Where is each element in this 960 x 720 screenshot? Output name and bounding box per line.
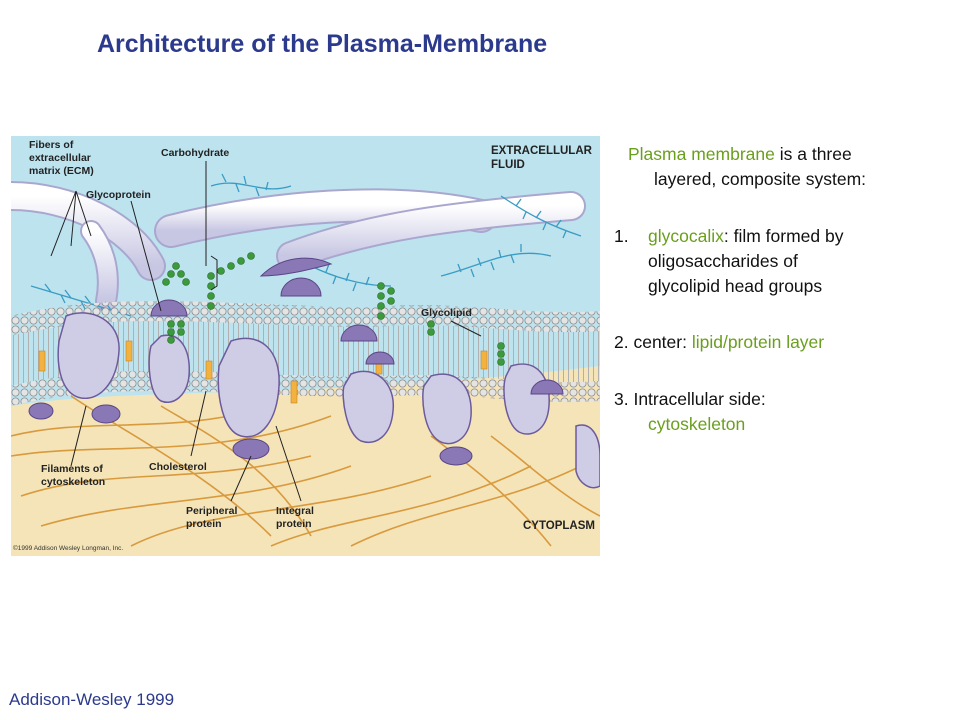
term-cytoskeleton: cytoskeleton xyxy=(648,414,746,434)
carbohydrate-chains xyxy=(162,252,505,366)
label-carbohydrate: Carbohydrate xyxy=(161,147,229,159)
item-1-number: 1. xyxy=(614,226,629,246)
item-3-line-1: 3. Intracellular side: xyxy=(614,389,766,409)
item-1-line-2: oligosaccharides of xyxy=(648,251,798,271)
label-filaments-2: cytoskeleton xyxy=(41,476,105,488)
intro-line-2: layered, composite system: xyxy=(654,169,867,189)
svg-text:extracellular: extracellular xyxy=(29,152,91,164)
term-plasma-membrane: Plasma membrane xyxy=(628,144,775,164)
slide-title: Architecture of the Plasma-Membrane xyxy=(97,30,548,58)
leader-lines xyxy=(50,161,482,502)
label-ecm-3: matrix (ECM) xyxy=(29,165,94,177)
label-peripheral-1: Peripheral xyxy=(186,505,237,517)
label-extracellular: EXTRACELLULAR xyxy=(491,145,593,157)
membrane-diagram: Fibers of extracellular matrix (ECM) Car… xyxy=(11,136,600,556)
figure-labels: Fibers of extracellular matrix (ECM) Car… xyxy=(13,139,595,552)
surface-domes xyxy=(150,257,564,395)
term-glycocalix: glycocalix xyxy=(648,226,724,246)
label-integral-2: protein xyxy=(276,518,312,530)
label-glycoprotein: Glycoprotein xyxy=(86,189,151,201)
source-credit: Addison-Wesley 1999 xyxy=(9,690,175,709)
label-ecm-1: Fibers of xyxy=(29,139,74,151)
item-1-line-3: glycolipid head groups xyxy=(648,276,823,296)
label-glycolipid: Glycolipid xyxy=(421,307,472,319)
svg-text:matrix (ECM): matrix (ECM) xyxy=(29,165,94,177)
label-cholesterol: Cholesterol xyxy=(149,461,207,473)
label-ecm-2: extracellular xyxy=(29,152,91,164)
cholesterol-molecules xyxy=(38,340,488,404)
item-2: 2. center: lipid/protein layer xyxy=(614,332,825,352)
ecm-fibers xyxy=(11,181,586,312)
label-cytoplasm: CYTOPLASM xyxy=(523,520,595,532)
label-filaments-1: Filaments of xyxy=(41,463,103,475)
label-integral-1: Integral xyxy=(276,505,314,517)
label-peripheral-2: protein xyxy=(186,518,222,530)
item-1-line-1: glycocalix: film formed by xyxy=(648,226,844,246)
figure-copyright: ©1999 Addison Wesley Longman, Inc. xyxy=(13,544,123,552)
intro-line-1: Plasma membrane is a three xyxy=(628,144,852,164)
peripheral-proteins xyxy=(28,402,473,466)
svg-text:Fibers of: Fibers of xyxy=(29,139,74,151)
integral-proteins xyxy=(57,312,600,489)
term-lipid-protein-layer: lipid/protein layer xyxy=(691,332,825,352)
label-fluid: FLUID xyxy=(491,159,525,171)
